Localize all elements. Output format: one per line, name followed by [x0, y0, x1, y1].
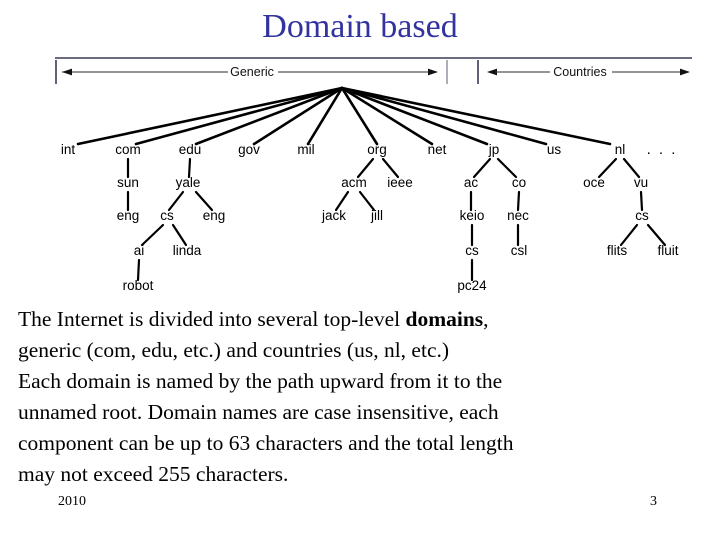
- tree-node-yale: yale: [176, 175, 201, 190]
- tree-node-keio: keio: [460, 208, 485, 223]
- dns-hierarchy-figure: Generic Countries: [0, 52, 720, 302]
- tree-node-nec: nec: [507, 208, 529, 223]
- ellipsis-label: . . .: [647, 141, 678, 158]
- tree-node-eng-sun: eng: [117, 208, 140, 223]
- body-line-1-part-a: The Internet is divided into several top…: [18, 307, 406, 331]
- band-countries: Countries: [477, 60, 690, 84]
- tree-edges: [76, 86, 667, 282]
- tree-node-gov: gov: [238, 142, 260, 157]
- body-line-1-bold: domains: [405, 307, 484, 331]
- tree-node-ac: ac: [464, 175, 479, 190]
- tree-node-ai: ai: [134, 243, 145, 258]
- subtree-edges: [126, 157, 667, 282]
- tree-node-com: com: [115, 142, 141, 157]
- tree-node-nl: nl: [615, 142, 626, 157]
- tree-node-labels: int com edu gov mil org net jp us nl sun…: [61, 141, 679, 293]
- band-generic: Generic: [55, 60, 448, 84]
- countries-right-arrowhead: [680, 68, 690, 76]
- tree-node-vu: vu: [634, 175, 648, 190]
- generic-right-arrowhead: [428, 68, 438, 76]
- tree-node-jack: jack: [321, 208, 346, 223]
- tree-node-robot: robot: [123, 278, 154, 293]
- page-number: 3: [650, 494, 657, 509]
- tree-node-sun: sun: [117, 175, 139, 190]
- tree-node-jp: jp: [488, 142, 500, 157]
- tree-node-jill: jill: [370, 208, 383, 223]
- countries-left-arrowhead: [487, 68, 497, 76]
- body-line-6: may not exceed 255 characters.: [18, 462, 289, 486]
- body-line-3: Each domain is named by the path upward …: [18, 369, 503, 393]
- tree-node-fluit: fluit: [657, 243, 678, 258]
- body-line-1: The Internet is divided into several top…: [18, 304, 698, 335]
- dns-tree-svg: Generic Countries: [55, 57, 692, 293]
- body-line-5: component can be up to 63 characters and…: [18, 431, 514, 455]
- tree-node-cs-yale: cs: [160, 208, 174, 223]
- tree-node-acm: acm: [341, 175, 367, 190]
- body-line-1-part-b: ,: [483, 307, 489, 331]
- band-label-generic: Generic: [230, 65, 274, 79]
- tree-node-net: net: [428, 142, 447, 157]
- tree-node-co: co: [512, 175, 526, 190]
- generic-left-arrowhead: [62, 68, 72, 76]
- body-line-4: unnamed root. Domain names are case inse…: [18, 400, 499, 424]
- tree-node-mil: mil: [297, 142, 314, 157]
- tree-node-cs-keio: cs: [465, 243, 479, 258]
- body-paragraph: The Internet is divided into several top…: [18, 304, 698, 490]
- footer-date: 2010: [58, 494, 86, 509]
- root-edges: [76, 86, 612, 146]
- tree-node-linda: linda: [173, 243, 202, 258]
- tree-node-org: org: [367, 142, 387, 157]
- tree-node-cs-vu: cs: [635, 208, 649, 223]
- tree-node-pc24: pc24: [457, 278, 487, 293]
- tree-node-eng-yale: eng: [203, 208, 226, 223]
- tree-node-flits: flits: [607, 243, 628, 258]
- tree-node-ieee: ieee: [387, 175, 413, 190]
- band-label-countries: Countries: [553, 65, 607, 79]
- tree-node-int: int: [61, 142, 76, 157]
- tree-node-csl: csl: [511, 243, 528, 258]
- tree-node-edu: edu: [179, 142, 202, 157]
- tree-node-us: us: [547, 142, 562, 157]
- body-line-2: generic (com, edu, etc.) and countries (…: [18, 338, 450, 362]
- page-title: Domain based: [262, 8, 458, 45]
- tree-node-oce: oce: [583, 175, 605, 190]
